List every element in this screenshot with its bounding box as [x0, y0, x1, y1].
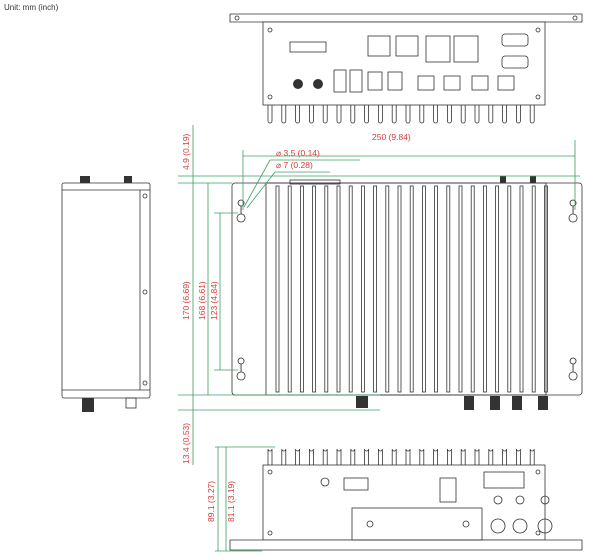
heatsink-fin [529, 448, 535, 465]
heatsink-fin [474, 448, 480, 465]
heatsink-fin [460, 105, 466, 124]
heatsink-fin [516, 448, 521, 465]
bottom-view [229, 448, 583, 551]
heatsink-fin [529, 105, 535, 124]
heatsink-fin [488, 105, 494, 124]
heatsink-fin [447, 448, 452, 465]
heatsink-fin [531, 185, 536, 393]
heatsink-fin [309, 448, 314, 465]
top-view [229, 13, 583, 124]
dimension-lines [178, 125, 580, 552]
heatsink-fin [348, 185, 353, 393]
overall-depth-dimension: 89.1 (3.27) [206, 481, 216, 522]
heatsink-fin [281, 448, 287, 465]
heatsink-fin [378, 105, 383, 124]
heatsink-fin [275, 185, 280, 393]
heatsink-fin [482, 185, 487, 393]
heatsink-fin [336, 105, 342, 124]
width-dimension: 250 (9.84) [372, 132, 411, 142]
heatsink-fin [295, 448, 300, 465]
heatsink-fin [544, 185, 548, 393]
heatsink-fin [350, 448, 356, 465]
top-offset-dimension: 4.9 (0.19) [181, 133, 191, 170]
heatsink-fin [405, 105, 411, 124]
heatsink-fin [507, 185, 512, 393]
heatsink-fin [267, 448, 273, 465]
heatsink-fin [446, 185, 451, 393]
heatsink-fin [397, 185, 402, 393]
heatsink-fin [519, 185, 524, 393]
heatsink-fin [385, 185, 390, 393]
overall-height-dimension: 170 (6.69) [181, 281, 191, 320]
heatsink-fin [364, 105, 369, 124]
heatsink-fin [267, 105, 273, 124]
heatsink-fin [434, 185, 439, 393]
hole-small-dimension: ⌀ 3.5 (0.14) [276, 148, 320, 158]
heatsink-fin [360, 185, 365, 393]
heatsink-fin [502, 105, 507, 124]
heatsink-fin [281, 105, 287, 124]
heatsink-fin [447, 105, 452, 124]
heatsink-fin [458, 185, 463, 393]
body-height-dimension: 168 (6.61) [197, 281, 207, 320]
heatsink-fin [350, 105, 356, 124]
heatsink-fin [433, 448, 438, 465]
heatsink-fin [419, 448, 425, 465]
heatsink-fin [287, 185, 292, 393]
heatsink-fin [322, 448, 328, 465]
heatsink-fin [516, 105, 521, 124]
heatsink-fin [391, 448, 397, 465]
heatsink-fin [405, 448, 411, 465]
heatsink-fin [364, 448, 369, 465]
heatsink-fin [336, 448, 342, 465]
slot-spacing-dimension: 123 (4.84) [209, 281, 219, 320]
heatsink-fin [502, 448, 507, 465]
heatsink-fin [391, 105, 397, 124]
heatsink-fin [474, 105, 480, 124]
heatsink-fin [336, 185, 341, 393]
heatsink-fin [460, 448, 466, 465]
hole-large-dimension: ⌀ 7 (0.28) [276, 160, 313, 170]
heatsink-fin [299, 185, 304, 393]
heatsink-fin [495, 185, 500, 393]
heatsink-fin [309, 105, 314, 124]
heatsink-fin [312, 185, 317, 393]
unit-label: Unit: mm (inch) [4, 3, 59, 12]
front-view [231, 176, 583, 410]
heatsink-fin [322, 105, 328, 124]
heatsink-fin [421, 185, 426, 393]
heatsink-fin [373, 185, 378, 393]
body-depth-dimension: 81.1 (3.19) [226, 481, 236, 522]
heatsink-fin [409, 185, 414, 393]
heatsink-fin [419, 105, 425, 124]
heatsink-fin [488, 448, 494, 465]
heatsink-fin [470, 185, 475, 393]
side-view [61, 176, 151, 412]
connector-protrusion-dimension: 13.4 (0.53) [181, 423, 191, 464]
heatsink-fin [324, 185, 329, 393]
heatsink-fin [295, 105, 300, 124]
heatsink-fin [433, 105, 438, 124]
heatsink-fin [378, 448, 383, 465]
